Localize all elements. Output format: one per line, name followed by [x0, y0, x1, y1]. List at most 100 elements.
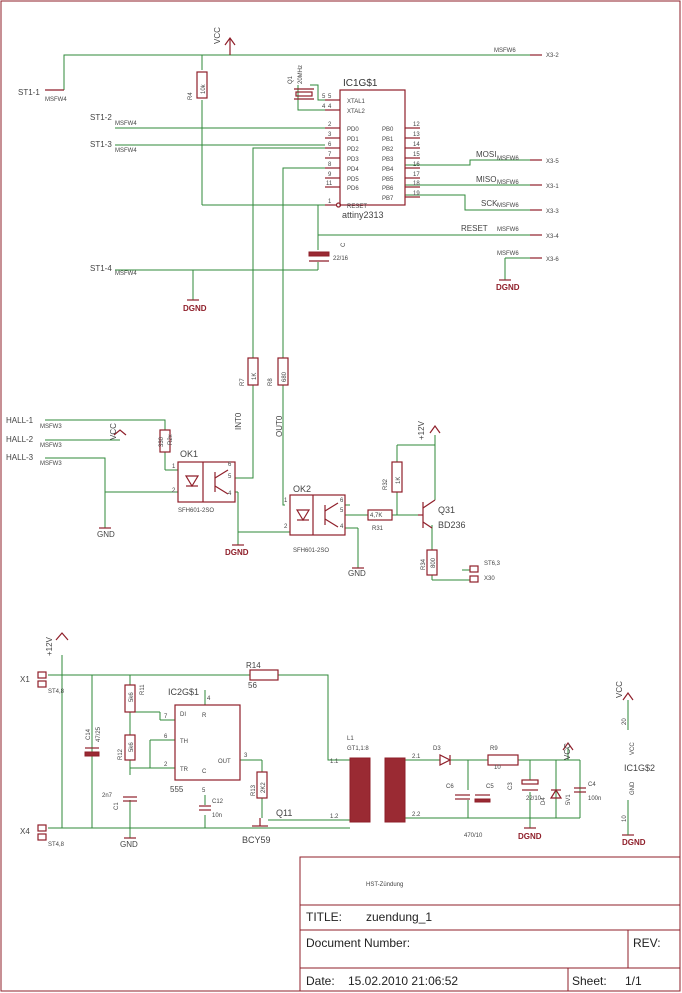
msfw4-label: MSFW4 [45, 97, 67, 103]
ic1-num: 17 [413, 172, 420, 178]
msfw6-label: MSFW6 [497, 180, 519, 186]
r4-value: 10k [201, 83, 207, 94]
ic1-num: 15 [413, 152, 420, 158]
ic1-pin-xtal1: XTAL1 [347, 99, 366, 105]
r32-value: 1K [396, 477, 402, 484]
q11-part: BCY59 [242, 835, 271, 845]
gnd-lower-label: GND [120, 840, 138, 849]
r14-value: 56 [248, 681, 257, 690]
r12-label: R12 [118, 748, 124, 760]
ic2-pin-tr: TR [180, 767, 189, 773]
ok2-pin6: 6 [340, 498, 344, 504]
ic1-pin-pb6: PB6 [382, 186, 394, 192]
st48a-label: ST4,8 [48, 689, 65, 695]
l1-label: L1 [347, 736, 354, 742]
ic1-pin-pd0: PD0 [347, 127, 359, 133]
st1-1-label: ST1-1 [18, 88, 40, 97]
ok1-pin6: 6 [228, 462, 232, 468]
q11-label: Q11 [276, 808, 292, 818]
transistor-q11: Q11 BCY59 [242, 808, 292, 845]
q1-value: 20MHz [298, 65, 304, 84]
out0-label: OUT0 [275, 415, 284, 437]
l1-value: GT1,1:8 [347, 746, 369, 752]
c4-value: 100n [588, 796, 601, 802]
ic1-num: 12 [413, 122, 420, 128]
vcc-symbol-top: VCC [213, 27, 236, 55]
ic1-pin-pb0: PB0 [382, 127, 394, 133]
ic2-num: 3 [244, 753, 248, 759]
sfh1-label: SFH601-2SO [178, 508, 214, 514]
ic1-num: 4 [328, 104, 332, 110]
r11-value: 5k6 [129, 692, 135, 702]
c3-label: C3 [508, 782, 514, 790]
d4-label: D4 [541, 797, 547, 805]
r8-label: R8 [268, 378, 274, 386]
resistor-r7: R7 1K INT0 [234, 357, 259, 430]
mosi-label: MOSI [476, 150, 496, 159]
st1-2-label: ST1-2 [90, 113, 112, 122]
r34-value: 800 [431, 557, 437, 568]
ic1g2-vcc-label: VCC [615, 681, 624, 698]
title-label: TITLE: [306, 910, 342, 924]
msfw3-label: MSFW3 [40, 461, 62, 467]
title-block: HST-Zündung TITLE: zuendung_1 Document N… [299, 856, 681, 992]
date-label: Date: [306, 974, 335, 988]
ic2-pin-r: R [202, 713, 207, 719]
ok2-pin2: 2 [284, 524, 288, 530]
ok2-pin5: 5 [340, 508, 344, 514]
r9-value: 10 [494, 765, 501, 771]
hall-inputs: HALL-1 MSFW3 HALL-2 MSFW3 HALL-3 MSFW3 V… [6, 416, 174, 467]
r8-value: 680 [282, 371, 288, 382]
vcc-top-label: VCC [213, 27, 222, 44]
ic1-pin-pb3: PB3 [382, 157, 394, 163]
msfw6-label: MSFW6 [497, 203, 519, 209]
r2x-label: R2x [168, 434, 174, 445]
ic1-pin-reset: RESET [347, 204, 367, 210]
c1-label: C1 [114, 802, 120, 810]
ic1-num: 13 [413, 132, 420, 138]
x30-label: X30 [484, 576, 495, 582]
x3-3-label: X3-3 [546, 209, 559, 215]
ic1-num: 11 [326, 181, 333, 187]
x3-5-label: X3-5 [546, 159, 559, 165]
ic2-num: 2 [164, 762, 168, 768]
msfw3-label: MSFW3 [40, 443, 62, 449]
top-wires [45, 40, 530, 581]
ic1g2-label: IC1G$2 [624, 763, 655, 773]
connector-x1-x4: X1 ST4,8 X4 ST4,8 +12V [20, 632, 69, 848]
dgnd-ic1g2-label: DGND [622, 838, 646, 847]
ic1-num: 9 [328, 172, 332, 178]
x4-label: X4 [20, 827, 30, 836]
date-value: 15.02.2010 21:06:52 [348, 974, 458, 988]
crystal-q1: Q1 20MHz 5 4 [288, 65, 326, 110]
c14-value: 47/25 [96, 726, 102, 742]
hall-1-label: HALL-1 [6, 416, 34, 425]
sck-label: SCK [481, 199, 498, 208]
ic1-part: attiny2313 [342, 210, 384, 220]
sheet-label: Sheet: [572, 974, 607, 988]
ic1-num: 7 [328, 152, 332, 158]
ic1-pin-pb1: PB1 [382, 137, 394, 143]
ic2-555: IC2G$1 555 DI TH TR R OUT C 7 6 2 4 3 5 [164, 687, 248, 794]
ic2-part: 555 [170, 785, 184, 794]
transformer-l1: L1 GT1,1:8 1.1 1.2 2.1 2.2 [330, 736, 421, 823]
msfw6-label: MSFW6 [497, 227, 519, 233]
q31-label: Q31 [438, 505, 455, 515]
dgnd-label: DGND [183, 304, 207, 313]
ic1-pin-pd5: PD5 [347, 177, 359, 183]
l1-pin-21: 2.1 [412, 754, 421, 760]
gnd-label: GND [97, 530, 115, 539]
r31-label: R31 [372, 526, 384, 532]
q1-pin5: 5 [322, 94, 326, 100]
msfw6-label: MSFW6 [497, 156, 519, 162]
ic1-num: 6 [328, 142, 332, 148]
resistor-r4: R4 10k [188, 71, 208, 100]
ok1-pin2: 2 [172, 488, 176, 494]
q31-part: BD236 [438, 520, 466, 530]
ic1-pin-pb4: PB4 [382, 167, 394, 173]
ic1-attiny: IC1G$1 attiny2313 XTAL1 XTAL2 PD0 PD1 PD… [325, 78, 420, 220]
ic1-name: IC1G$1 [343, 78, 378, 89]
ic1-num: 8 [328, 162, 332, 168]
ic1g2-num-20: 20 [622, 718, 628, 725]
